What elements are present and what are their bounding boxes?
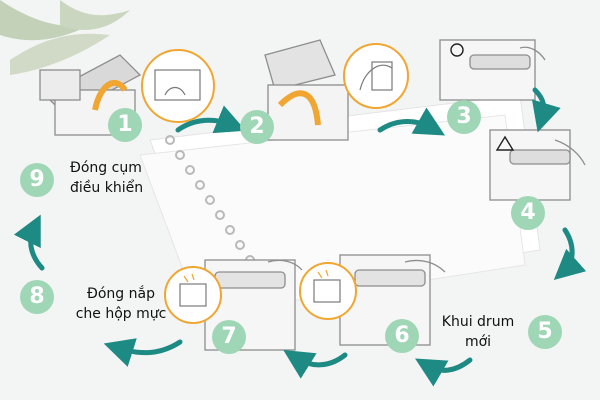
- arrow-5-to-6: [415, 357, 473, 387]
- step-6-zoom-detail: [313, 269, 341, 303]
- flow-arrows: [13, 87, 587, 387]
- step-5-badge: 5: [528, 315, 562, 349]
- arrow-8-to-9: [13, 214, 45, 271]
- step-5-label: Khui drum mới: [438, 312, 518, 352]
- arrow-2-to-3: [377, 107, 446, 136]
- arrow-7-to-8: [103, 338, 183, 367]
- step-5-label-line1: Khui drum: [441, 314, 515, 330]
- step-1-badge: 1: [108, 108, 142, 142]
- step-7-zoom-detail: [179, 273, 207, 307]
- step-3-printer-illustration: [439, 39, 546, 101]
- step-9-label-line2: điều khiển: [70, 180, 144, 196]
- arrow-6-to-7: [283, 350, 348, 379]
- plant-decoration: [0, 0, 130, 75]
- step-2-badge: 2: [240, 110, 274, 144]
- step-2-zoom-circle: [343, 43, 409, 109]
- step-3-circle-icon: [450, 43, 464, 57]
- step-4-printer-illustration: [489, 129, 586, 201]
- arrow-4-to-5: [553, 227, 587, 280]
- step-7-badge: 7: [212, 320, 246, 354]
- step-9-badge: 9: [20, 163, 54, 197]
- step-4-triangle-icon: [495, 135, 515, 151]
- step-5-label-line2: mới: [464, 334, 492, 350]
- step-2-printer-illustration: [264, 39, 349, 141]
- step-3-badge: 3: [447, 100, 481, 134]
- step-8-label-line1: Đóng nắp: [87, 286, 155, 302]
- step-1-zoom-circle: [141, 49, 215, 123]
- step-8-badge: 8: [20, 280, 54, 314]
- step-9-label-line1: Đóng cụm: [70, 160, 142, 176]
- step-1-zoom-detail: [154, 69, 201, 101]
- step-6-badge: 6: [385, 319, 419, 353]
- arrow-1-to-2: [175, 105, 246, 134]
- step-9-label: Đóng cụm điều khiển: [70, 158, 143, 198]
- step-8-label: Đóng nắp che hộp mực: [66, 284, 176, 324]
- notebook-spiral: [165, 135, 255, 265]
- step-2-zoom-detail: [359, 61, 393, 91]
- step-8-label-line2: che hộp mực: [75, 306, 167, 322]
- step-7-zoom-circle: [164, 266, 222, 324]
- step-6-zoom-circle: [299, 262, 357, 320]
- step-4-badge: 4: [511, 196, 545, 230]
- arrow-3-to-4: [531, 87, 561, 133]
